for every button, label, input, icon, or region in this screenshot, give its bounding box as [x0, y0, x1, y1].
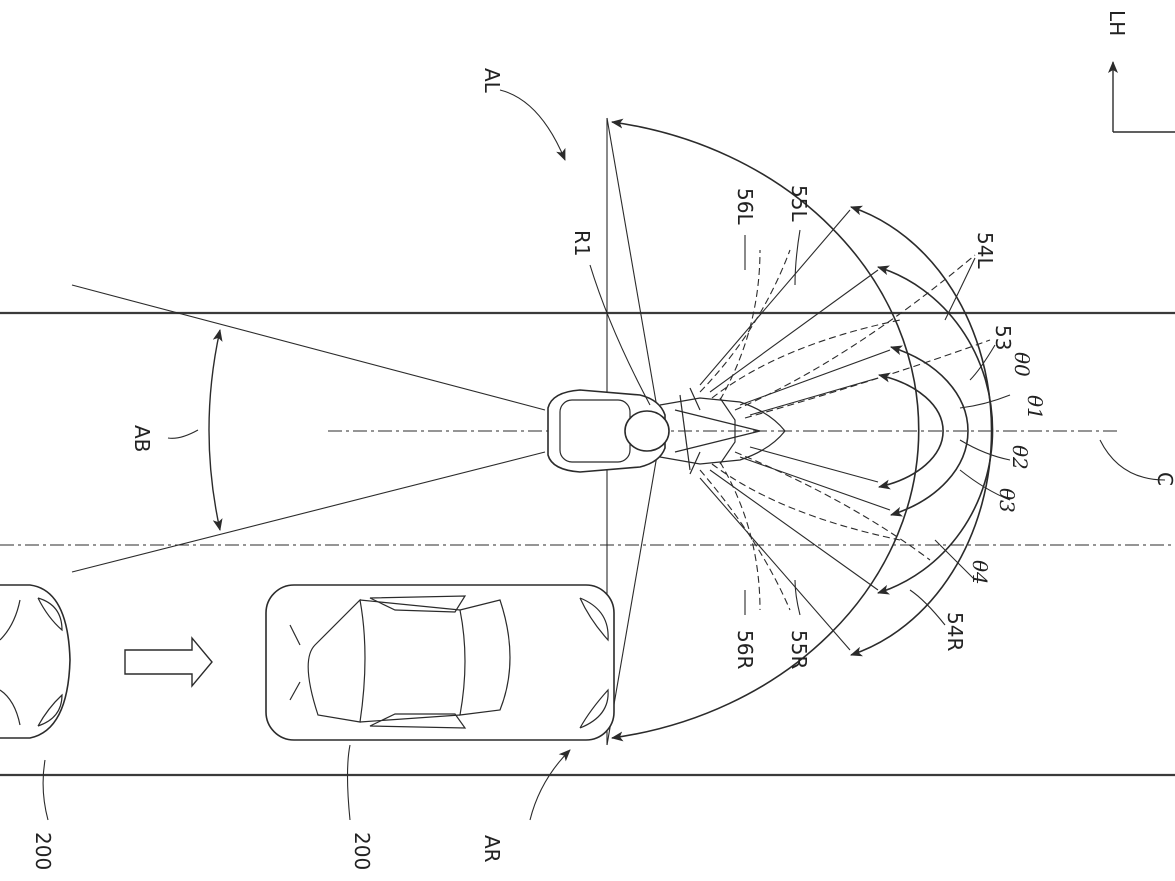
label-55r: 55R [787, 630, 811, 669]
angle-arcs [850, 205, 994, 657]
arc-theta1 [850, 205, 993, 657]
arc-theta2 [877, 265, 994, 595]
arc-theta4 [878, 372, 944, 490]
rear-region-ab [71, 284, 546, 573]
label-ab: AB [130, 425, 154, 452]
road [0, 311, 1175, 777]
label-theta2: θ2 [1008, 445, 1032, 470]
outer-sensing-arc [611, 118, 920, 742]
label-car-far: 200 [31, 832, 55, 870]
label-c: C [1153, 472, 1175, 486]
camera-cones [699, 209, 991, 651]
car-far [0, 584, 71, 739]
label-54l: 54L [973, 232, 997, 269]
arc-theta3 [890, 345, 969, 517]
label-55l: 55L [787, 185, 811, 222]
label-al: AL [480, 68, 504, 94]
label-theta1: θ1 [1023, 395, 1047, 420]
label-theta4: θ4 [968, 560, 992, 585]
label-theta3: θ3 [995, 488, 1019, 513]
labels: AL AR AB R1 C LH 200 200 53 54L 54R 55L … [31, 10, 1175, 870]
label-ar: AR [480, 835, 504, 863]
leader-lines [42, 89, 1166, 821]
label-car-near: 200 [350, 832, 374, 870]
motorcycle [547, 387, 786, 475]
label-56r: 56R [733, 630, 757, 669]
car-near [265, 584, 615, 741]
coordinate-axes [1108, 61, 1175, 133]
label-theta0: θ0 [1010, 352, 1034, 377]
label-54r: 54R [943, 612, 967, 651]
label-53: 53 [991, 325, 1015, 350]
travel-direction-arrow [124, 636, 213, 688]
label-lh: LH [1105, 10, 1129, 36]
label-56l: 56L [733, 188, 757, 225]
label-r1: R1 [570, 230, 594, 257]
